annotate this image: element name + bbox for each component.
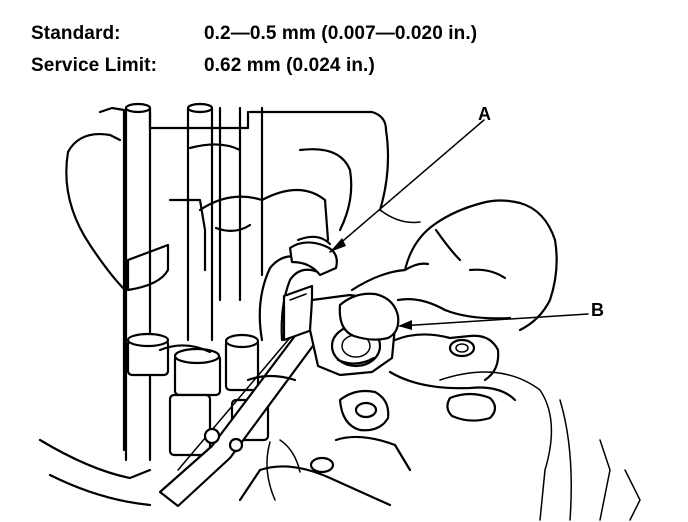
service-limit-value: 0.62 mm (0.024 in.) (204, 55, 375, 76)
shift-fork-a (246, 235, 338, 382)
leader-line-b (399, 313, 589, 327)
lower-collars (126, 332, 270, 457)
callout-leaders (329, 119, 589, 330)
valve-body (238, 333, 517, 507)
transmission-housing (38, 106, 641, 521)
callout-label-b: B (591, 300, 604, 320)
standard-value: 0.2—0.5 mm (0.007—0.020 in.) (204, 23, 478, 44)
synchro-sleeve-b (308, 292, 400, 377)
leader-arrow-b (398, 320, 412, 330)
standard-row: Standard: 0.2—0.5 mm (0.007—0.020 in.) (31, 18, 477, 50)
service-limit-label: Service Limit: (31, 55, 158, 76)
selector-bracket (126, 143, 353, 292)
standard-label: Standard: (31, 23, 121, 44)
leader-arrow-a (330, 238, 346, 252)
service-limit-row: Service Limit: 0.62 mm (0.024 in.) (31, 50, 477, 82)
callout-label-a: A (478, 104, 491, 124)
specification-block: Standard: 0.2—0.5 mm (0.007—0.020 in.) S… (31, 18, 477, 82)
leader-line-a (329, 119, 485, 253)
